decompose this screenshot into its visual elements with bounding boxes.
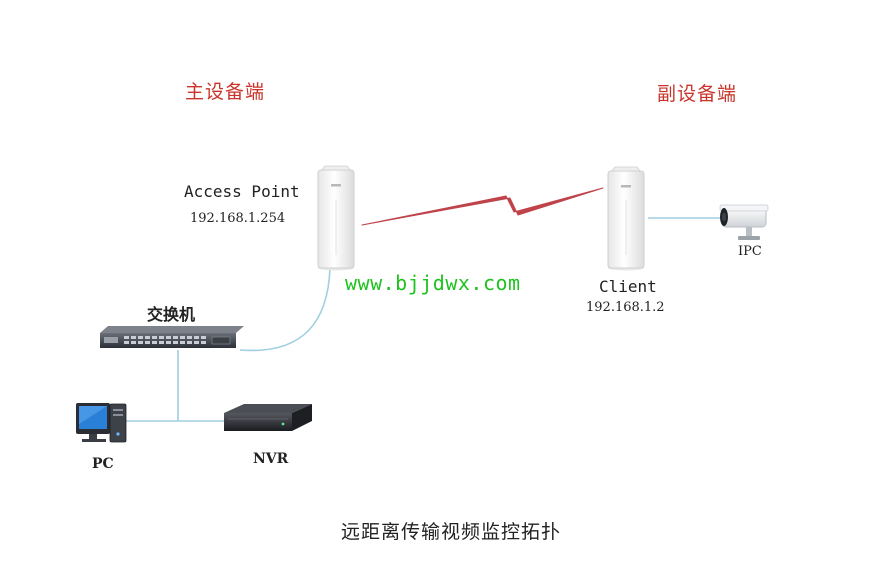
- nvr-device: [224, 404, 312, 431]
- client-device: [607, 166, 645, 271]
- client-ip: 192.168.1.2: [586, 300, 665, 315]
- access-point-name: Access Point: [184, 182, 300, 201]
- switch-device: [100, 326, 244, 348]
- pc-label: PC: [92, 456, 114, 472]
- ap-switch-cable: [239, 267, 331, 352]
- client-name: Client: [599, 277, 657, 296]
- pc-device: [76, 403, 127, 443]
- switch-label: 交换机: [147, 305, 196, 324]
- ipc-camera-device: [719, 204, 769, 240]
- remote-side-title: 副设备端: [657, 83, 738, 105]
- nvr-label: NVR: [253, 451, 289, 467]
- watermark-text: www.bjjdwx.com: [345, 271, 521, 295]
- access-point-device: [317, 165, 355, 271]
- wireless-link-bolt: [361, 187, 604, 226]
- access-point-ip: 192.168.1.254: [190, 211, 286, 226]
- diagram-caption: 远距离传输视频监控拓扑: [341, 521, 562, 543]
- ipc-label: IPC: [738, 244, 762, 259]
- main-side-title: 主设备端: [185, 81, 266, 103]
